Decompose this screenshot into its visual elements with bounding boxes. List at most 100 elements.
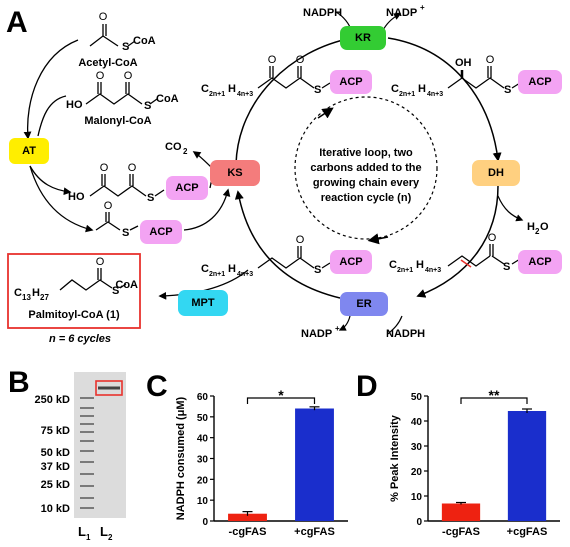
marker-75: 75 kD <box>41 425 70 437</box>
ks-enzyme-box <box>210 160 260 186</box>
nadp-bottom-plus: + <box>335 324 340 333</box>
dh-enzyme-box <box>472 160 520 186</box>
svg-text:4n+3: 4n+3 <box>425 267 441 274</box>
svg-text:H: H <box>416 259 424 271</box>
y-tick-label-c-50: 50 <box>197 413 209 424</box>
palmitoyl-s: S <box>112 285 119 297</box>
panel-c-letter: C <box>146 370 168 403</box>
bar-c-1 <box>295 408 334 521</box>
y-tick-label-c-20: 20 <box>197 475 209 486</box>
malonyl-acp-s: S <box>147 192 154 204</box>
bar-d-1 <box>507 411 547 521</box>
nadph-bottom: NADPH <box>386 328 425 340</box>
palmitoyl-o: O <box>96 256 105 268</box>
svg-text:C: C <box>391 83 399 95</box>
co2-c: CO <box>165 141 182 153</box>
palmitoyl-h: H <box>32 287 40 299</box>
hydroxyacyl-oh: OH <box>455 57 472 69</box>
bar-c-0 <box>228 513 267 521</box>
arrow-nadp-out-er <box>338 315 351 331</box>
gel-image <box>74 372 126 518</box>
malonyl-acp-structure <box>89 174 165 197</box>
y-tick-label-c-40: 40 <box>197 434 209 445</box>
mpt-enzyme-label: MPT <box>191 297 215 309</box>
category-label-d-1: +cgFAS <box>507 526 548 538</box>
mpt-enzyme-box <box>178 290 228 316</box>
palmitoyl-c-sub: 13 <box>22 293 31 302</box>
y-tick-label-d-30: 30 <box>411 442 423 453</box>
arrow-acetyl-acp-to-ks <box>183 188 231 231</box>
loop-arrowhead-top <box>317 107 334 119</box>
panel-d-letter: D <box>356 370 378 403</box>
malonyl-acp-box <box>166 176 208 200</box>
bar-d-0 <box>441 503 481 521</box>
panel-a-letter: A <box>6 6 28 39</box>
y-tick-label-c-0: 0 <box>202 517 208 528</box>
malonyl-acp-o1: O <box>100 162 109 174</box>
kr-enzyme-label: KR <box>355 32 371 44</box>
svg-text:H: H <box>418 83 426 95</box>
er-enzyme-label: ER <box>356 298 371 310</box>
marker-50: 50 kD <box>41 447 70 459</box>
acyl-acp-label: ACP <box>339 256 362 268</box>
acetyl-acp-o: O <box>104 200 113 212</box>
svg-text:C: C <box>201 263 209 275</box>
svg-text:4n+3: 4n+3 <box>237 271 253 278</box>
palmitoyl-h-sub: 27 <box>40 293 49 302</box>
malonyl-acp-o2: O <box>128 162 137 174</box>
loop-text-line-3: growing chain every <box>313 177 420 189</box>
lane-1-label: L <box>78 524 86 539</box>
malonyl-coa-s: S <box>144 100 151 112</box>
hydroxyacyl-o: O <box>486 54 495 66</box>
hydroxyacyl-acp-box <box>518 70 562 94</box>
arrow-at-to-acetyl-acp <box>29 165 94 233</box>
significance-bracket-d <box>460 397 528 404</box>
marker-37: 37 kD <box>41 461 70 473</box>
y-tick-label-d-20: 20 <box>411 467 423 478</box>
category-label-c-1: +cgFAS <box>294 526 335 538</box>
acetyl-coa-s: S <box>122 41 129 53</box>
y-tick-label-d-0: 0 <box>416 517 422 528</box>
acetyl-acp-s: S <box>122 227 129 239</box>
y-tick-label-d-40: 40 <box>411 417 423 428</box>
category-label-c-0: -cgFAS <box>229 526 267 538</box>
enoyl-acp-label: ACP <box>528 256 551 268</box>
y-tick-label-c-10: 10 <box>197 496 209 507</box>
co2-subscript: 2 <box>183 147 188 156</box>
y-tick-label-d-50: 50 <box>411 392 423 403</box>
iterative-loop-circle <box>294 96 438 240</box>
loop-text-line-1: Iterative loop, two <box>319 147 413 159</box>
nadph-top: NADPH <box>303 7 342 19</box>
loop-arrowhead-bottom <box>367 233 389 245</box>
ketoacyl-o1: O <box>268 54 277 66</box>
enoyl-chain-label: C 2n+1 H 4n+3 <box>389 259 441 274</box>
hydroxyacyl-structure <box>447 66 521 89</box>
y-tick-label-d-10: 10 <box>411 492 423 503</box>
arrow-nadph-in-er <box>387 315 403 335</box>
water-2: 2 <box>535 227 540 236</box>
acetyl-acp-box <box>140 220 182 244</box>
y-tick-label-c-30: 30 <box>197 455 209 466</box>
at-enzyme-box <box>9 138 49 164</box>
at-enzyme-label: AT <box>22 145 36 157</box>
enoyl-acp-box <box>518 250 562 274</box>
marker-25: 25 kD <box>41 479 70 491</box>
significance-bracket-c <box>246 397 316 404</box>
y-axis-label-d: % Peak Intensity <box>389 414 401 502</box>
acetyl-coa-label: Acetyl-CoA <box>78 57 137 69</box>
nadp-top-plus: + <box>420 3 425 12</box>
significance-mark-c: * <box>278 387 284 403</box>
svg-text:4n+3: 4n+3 <box>427 91 443 98</box>
kr-enzyme-box <box>340 26 386 50</box>
acyl-structure <box>257 246 331 269</box>
marker-10: 10 kD <box>41 503 70 515</box>
ketoacyl-o2: O <box>296 54 305 66</box>
acyl-o: O <box>296 234 305 246</box>
acetyl-coa-structure <box>89 24 119 47</box>
palmitoyl-coa: CoA <box>115 279 138 291</box>
y-axis-label-c: NADPH consumed (μM) <box>175 396 187 520</box>
hydroxyacyl-acp-label: ACP <box>528 76 551 88</box>
